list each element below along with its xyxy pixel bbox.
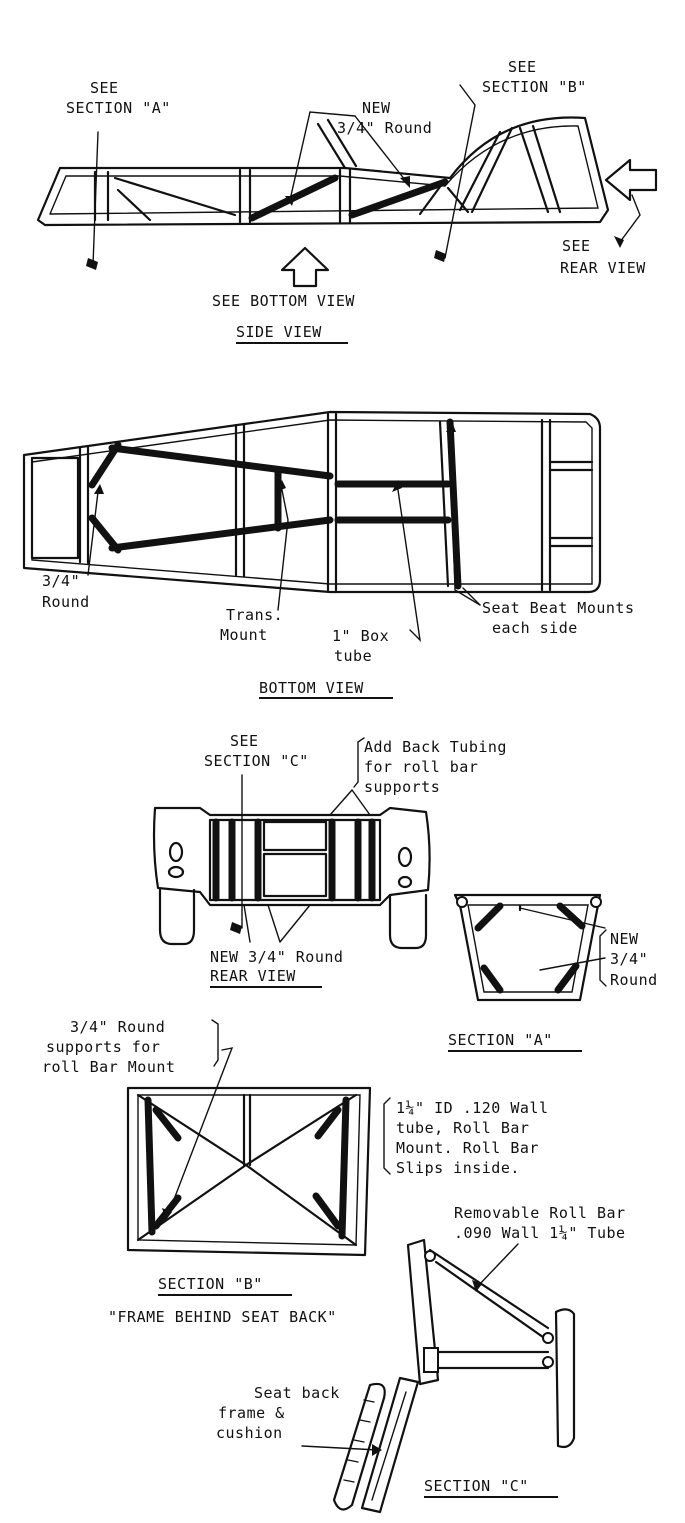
label-section-a-new: NEW — [610, 930, 639, 948]
label-supports-line3: roll Bar Mount — [42, 1058, 175, 1076]
bottom-frame-outline — [22, 410, 602, 594]
bottom-view: 3/4" Round Trans. Mount 1" Box tube Seat… — [22, 410, 635, 699]
bottom-view-arrow-icon — [280, 246, 330, 288]
label-add-back-tubing-line1: Add Back Tubing — [364, 738, 507, 756]
section-b-title: SECTION "B" — [158, 1275, 263, 1293]
label-box-tube-line2: tube — [334, 647, 372, 665]
label-see-rear-view-line2: REAR VIEW — [560, 259, 646, 277]
label-seat-mounts-line1: Seat Beat Mounts — [482, 599, 635, 617]
side-new-round-tube-2 — [348, 178, 449, 219]
section-a-outline — [453, 893, 602, 1002]
label-new-round-line2: 3/4" Round — [337, 119, 432, 137]
label-seat-mounts-line2: each side — [492, 619, 578, 637]
section-b-subtitle: "FRAME BEHIND SEAT BACK" — [108, 1308, 337, 1326]
section-b-mount-tube-left — [144, 1096, 156, 1236]
rear-view-title: REAR VIEW — [210, 967, 296, 985]
label-new-round-line1: NEW — [362, 99, 391, 117]
side-view-title: SIDE VIEW — [236, 323, 322, 341]
section-a-title: SECTION "A" — [448, 1031, 553, 1049]
label-see-section-a-line1: SEE — [90, 79, 119, 97]
label-supports-line2: supports for — [46, 1038, 160, 1056]
rear-body-outline — [152, 806, 431, 907]
label-supports-line1: 3/4" Round — [70, 1018, 165, 1036]
label-see-section-a-line2: SECTION "A" — [66, 99, 171, 117]
section-a: NEW 3/4" Round SECTION "A" — [448, 893, 658, 1052]
label-see-section-b-line2: SECTION "B" — [482, 78, 587, 96]
label-tube-spec-line4: Slips inside. — [396, 1159, 520, 1177]
label-section-a-size: 3/4" — [610, 950, 648, 968]
label-tube-spec-line1: 1¼" ID .120 Wall — [396, 1099, 549, 1117]
rear-view: SEE SECTION "C" Add Back Tubing for roll… — [152, 732, 507, 988]
label-add-back-tubing-line2: for roll bar — [364, 758, 478, 776]
side-view: SEE SECTION "A" NEW 3/4" Round SEE SECTI… — [36, 58, 658, 344]
label-rear-new-round: NEW 3/4" Round — [210, 948, 343, 966]
label-removable-roll-bar-line2: .090 Wall 1¼" Tube — [454, 1224, 626, 1242]
seat-back-frame — [360, 1376, 420, 1514]
label-see-section-b-line1: SEE — [508, 58, 537, 76]
label-seat-back-line1: Seat back — [254, 1384, 340, 1402]
label-see-bottom-view: SEE BOTTOM VIEW — [212, 292, 355, 310]
section-c-title: SECTION "C" — [424, 1477, 529, 1495]
label-seat-back-line2: frame & — [218, 1404, 285, 1422]
label-box-tube-line1: 1" Box — [332, 627, 389, 645]
label-removable-roll-bar-line1: Removable Roll Bar — [454, 1204, 626, 1222]
label-trans-mount-line2: Mount — [220, 626, 268, 644]
side-frame-outline — [36, 116, 610, 227]
section-b: 3/4" Round supports for roll Bar Mount 1… — [42, 1018, 549, 1326]
seat-belt-mount-tube — [446, 418, 462, 590]
label-see-section-c-line1: SEE — [230, 732, 259, 750]
label-see-section-c-line2: SECTION "C" — [204, 752, 309, 770]
label-see-rear-view-line1: SEE — [562, 237, 591, 255]
label-round-line1: 3/4" — [42, 572, 80, 590]
label-section-a-round: Round — [610, 971, 658, 989]
section-b-mount-tube-right — [338, 1096, 350, 1240]
rear-view-arrow-icon — [604, 158, 658, 202]
label-tube-spec-line3: Mount. Roll Bar — [396, 1139, 539, 1157]
label-add-back-tubing-line3: supports — [364, 778, 440, 796]
label-round-line2: Round — [42, 593, 90, 611]
label-tube-spec-line2: tube, Roll Bar — [396, 1119, 529, 1137]
roll-bar-upright — [406, 1238, 440, 1386]
section-b-outline — [126, 1086, 372, 1257]
section-c: Removable Roll Bar .090 Wall 1¼" Tube Se… — [216, 1204, 626, 1514]
label-trans-mount-line1: Trans. — [226, 606, 283, 624]
label-seat-back-line3: cushion — [216, 1424, 283, 1442]
bottom-view-title: BOTTOM VIEW — [259, 679, 364, 697]
